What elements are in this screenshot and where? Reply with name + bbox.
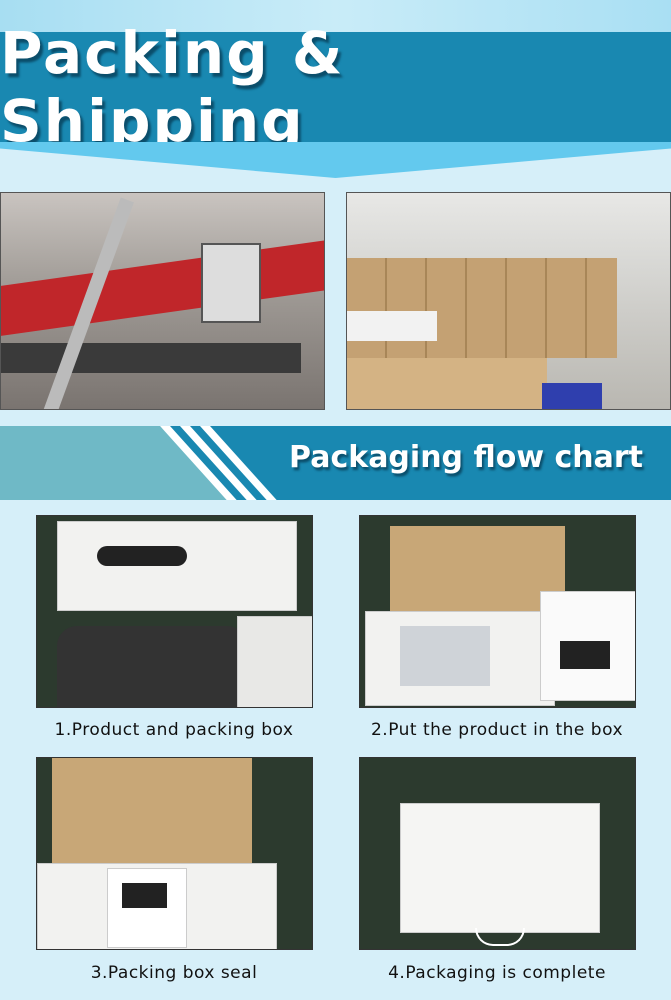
step-3-photo [36, 757, 313, 950]
section-banner: Packaging flow chart [0, 426, 671, 500]
step-3-caption: 3.Packing box seal [90, 963, 258, 983]
step-4-caption: 4.Packaging is complete [388, 963, 606, 983]
step-4-photo [359, 757, 636, 950]
step-1-photo [36, 515, 313, 708]
step-1-caption: 1.Product and packing box [54, 720, 294, 740]
chevron-decoration [0, 142, 671, 178]
packing-machine-photo [0, 192, 325, 410]
sky-background [0, 0, 671, 34]
step-2-photo [359, 515, 636, 708]
page-title: Packing & Shipping [0, 19, 345, 155]
section-title: Packaging flow chart [289, 440, 643, 475]
header-banner: Packing & Shipping [0, 19, 671, 155]
step-2-caption: 2.Put the product in the box [370, 720, 624, 740]
warehouse-photo [346, 192, 671, 410]
